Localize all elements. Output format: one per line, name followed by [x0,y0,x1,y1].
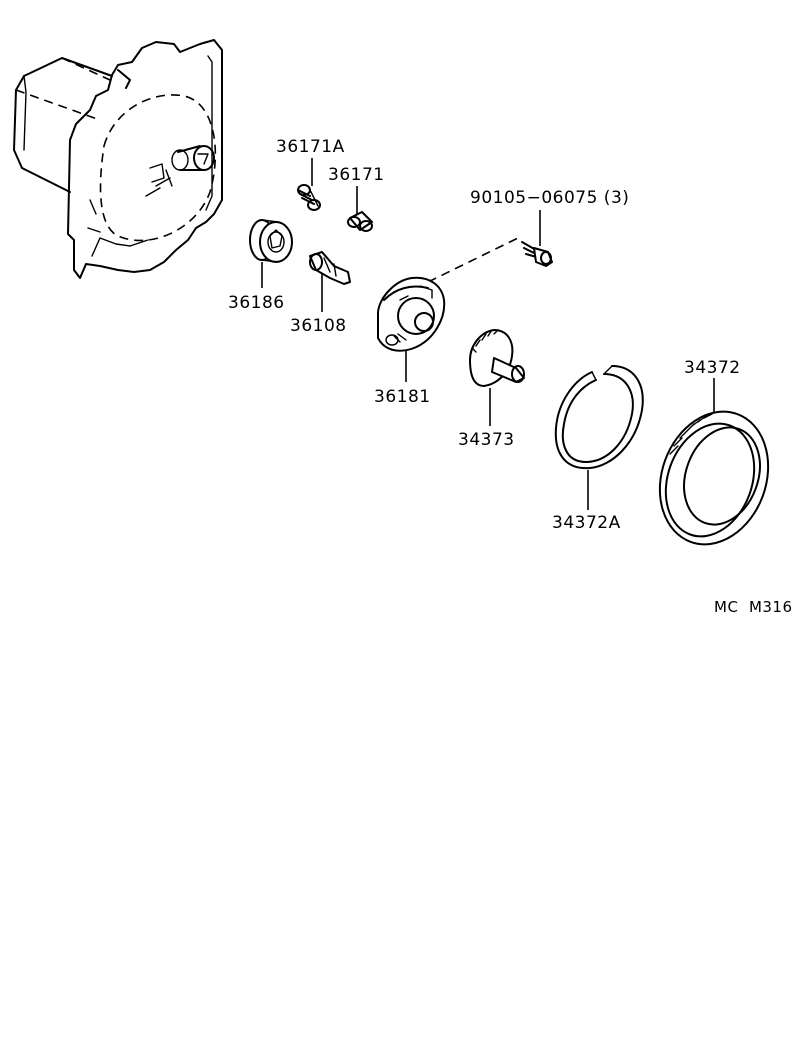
label-34372A: 34372A [552,513,621,533]
part-36186-drum [249,219,293,263]
part-34372-ring-gear [658,410,770,546]
part-36171-pin [347,211,373,232]
part-36171A-spring [297,184,321,211]
diagram-code: MC M316 [714,598,793,616]
label-36171A: 36171A [276,137,345,157]
part-34372A-snap-ring [554,365,644,470]
label-36186: 36186 [228,293,285,313]
part-36108-shaft [309,251,351,285]
label-90105: 90105−06075 (3) [470,188,629,208]
transmission-case-drawing [13,39,223,279]
part-90105-bolt [521,241,553,267]
label-36108: 36108 [290,316,347,336]
label-34373: 34373 [458,430,515,450]
part-34373-gear [469,329,525,387]
part-36181-plate [377,276,446,352]
label-36181: 36181 [374,387,431,407]
label-36171: 36171 [328,165,385,185]
label-34372: 34372 [684,358,741,378]
bolt-alignment-dashed-line [427,237,519,283]
